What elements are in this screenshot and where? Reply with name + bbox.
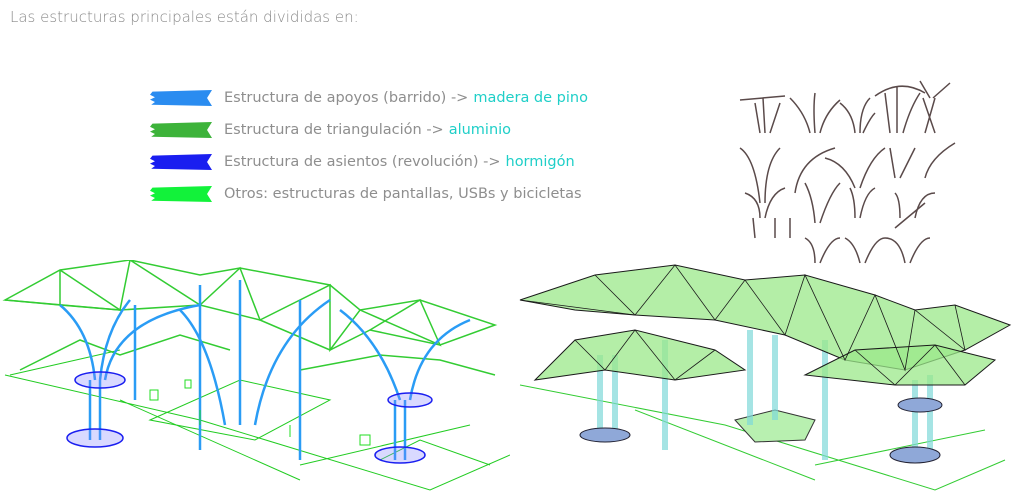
legend: Estructura de apoyos (barrido) -> madera… (150, 82, 588, 210)
shaded-render (519, 264, 1012, 491)
legend-label: Estructura de triangulación -> (224, 122, 444, 138)
brush-swatch-darkblue (150, 154, 212, 170)
legend-material: hormigón (505, 154, 575, 170)
legend-label: Estructura de asientos (revolución) -> (224, 154, 501, 170)
legend-item-others: Otros: estructuras de pantallas, USBs y … (150, 178, 588, 210)
legend-material: madera de pino (473, 90, 588, 106)
intro-text: Las estructuras principales están dividi… (10, 8, 359, 26)
legend-item-seats: Estructura de asientos (revolución) -> h… (150, 146, 588, 178)
legend-label: Otros: estructuras de pantallas, USBs y … (224, 186, 582, 202)
legend-label: Estructura de apoyos (barrido) -> (224, 90, 469, 106)
brush-swatch-lime (150, 186, 212, 202)
hex-platform (734, 409, 816, 443)
wireframe-render (2, 260, 510, 491)
legend-item-triangulation: Estructura de triangulación -> aluminio (150, 114, 588, 146)
legend-item-supports: Estructura de apoyos (barrido) -> madera… (150, 82, 588, 114)
legend-material: aluminio (448, 122, 512, 138)
brush-swatch-green (150, 122, 212, 138)
brush-swatch-blue (150, 90, 212, 106)
tree-sketches (739, 80, 956, 264)
